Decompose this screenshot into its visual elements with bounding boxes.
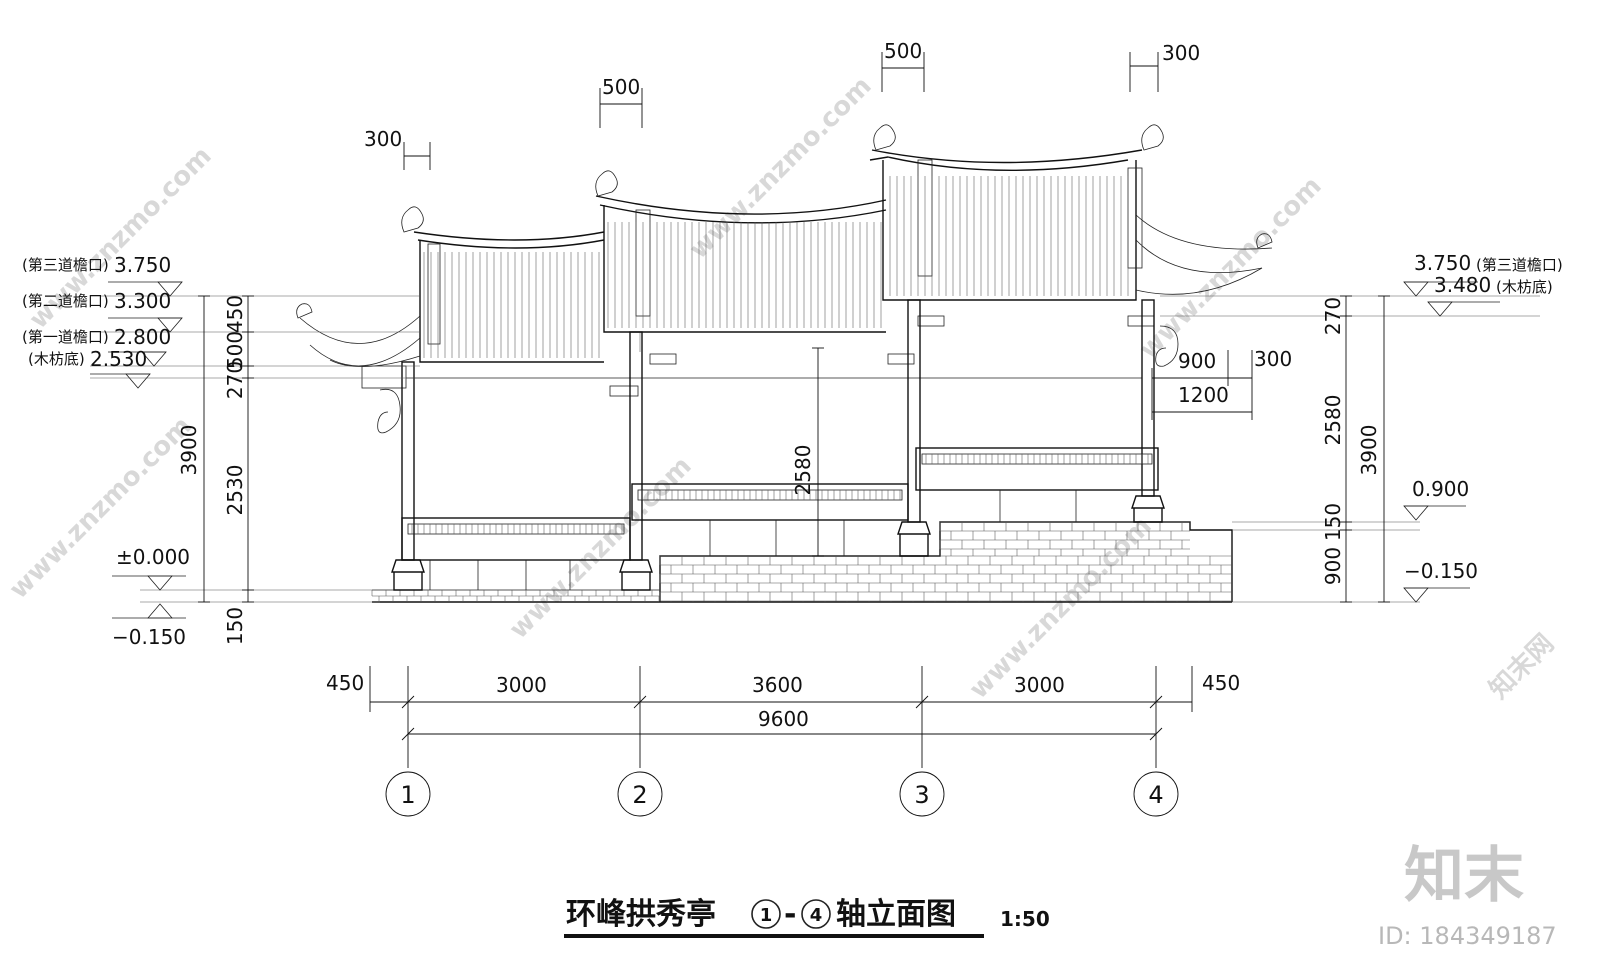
drawing-title: 环峰拱秀亭 1 - 4 轴立面图 1:50 [564, 897, 1050, 938]
right-elev-value-4: −0.150 [1404, 559, 1478, 583]
axis-bubble-4: 4 [1133, 771, 1179, 817]
left-elev-value-2: 3.300 [114, 289, 171, 313]
right-dim-total: 3900 [1357, 425, 1381, 476]
title-axis-start: 1 [760, 905, 773, 926]
right-elev-value-2: 3.480 [1434, 273, 1491, 297]
axis-bubble-3: 3 [899, 771, 945, 817]
right-vertical-dimensions: 270 2580 150 900 3900 [1321, 295, 1390, 603]
ridge-ornaments [296, 124, 1273, 319]
bottom-dim-3: 3600 [752, 673, 803, 697]
left-elev-label-2: (第二道檐口) [22, 292, 109, 310]
bottom-dim-1: 450 [326, 671, 364, 695]
right-elev-label-1: (第三道檐口) [1476, 256, 1563, 274]
title-suffix: 轴立面图 [836, 897, 956, 932]
roof-low [299, 231, 605, 367]
watermark-text: 知末网 [1484, 629, 1560, 705]
axis-label: 4 [1148, 781, 1163, 809]
roof-mid [595, 195, 887, 333]
axis-bubble-2: 2 [617, 771, 663, 817]
top-dim-1: 300 [364, 127, 402, 151]
left-elev-label-1: (第三道檐口) [22, 256, 109, 274]
top-dimensions: 300 500 500 300 [364, 39, 1200, 170]
brand-logo: 知末 ID: 184349187 [1378, 841, 1557, 950]
bottom-dim-4: 3000 [1014, 673, 1065, 697]
stone-plinth [371, 521, 1233, 602]
right-dim-900: 900 [1321, 547, 1345, 585]
axis-label: 1 [400, 781, 415, 809]
left-elev-value-3: 2.800 [114, 325, 171, 349]
left-dim-500: 500 [223, 331, 247, 369]
left-dim-150: 150 [223, 607, 247, 645]
axis-label: 3 [914, 781, 929, 809]
left-vertical-dimensions: 3900 450 500 270 2530 150 [177, 295, 254, 645]
left-elev-value-4: 2.530 [90, 347, 147, 371]
left-elevation-markers: (第三道檐口) 3.750 (第二道檐口) 3.300 (第一道檐口) 2.80… [22, 253, 420, 649]
watermark-text: www.znzmo.com [504, 451, 698, 645]
axis-label: 2 [632, 781, 647, 809]
left-elev-label-3: (第一道檐口) [22, 328, 109, 346]
left-elev-label-4: (木枋底) [28, 350, 85, 368]
bracket-a-label: 900 [1178, 349, 1216, 373]
roof-high [869, 149, 1273, 301]
bracket-b-label: 300 [1254, 347, 1292, 371]
drawing-scale: 1:50 [1000, 907, 1050, 931]
title-dash: - [784, 897, 796, 932]
left-elev-value-6: −0.150 [112, 625, 186, 649]
left-dim-2530: 2530 [223, 465, 247, 516]
bottom-dimensions: 450 3000 3600 3000 450 9600 [326, 666, 1240, 768]
title-axis-end: 4 [810, 905, 823, 926]
bottom-dim-5: 450 [1202, 671, 1240, 695]
columns [377, 299, 1179, 591]
axis-bubble-1: 1 [385, 771, 431, 817]
left-dim-450: 450 [223, 295, 247, 333]
brand-logo-text: 知末 [1404, 841, 1524, 911]
right-elev-value-1: 3.750 [1414, 251, 1471, 275]
inner-height-dimension: 2580 [791, 347, 824, 557]
top-dim-2: 500 [602, 75, 640, 99]
inner-height-label: 2580 [791, 445, 815, 496]
left-dim-270: 270 [223, 361, 247, 399]
right-dim-2580: 2580 [1321, 395, 1345, 446]
bottom-dim-2: 3000 [496, 673, 547, 697]
bottom-dim-total: 9600 [758, 707, 809, 731]
top-dim-4: 300 [1162, 41, 1200, 65]
left-dim-total: 3900 [177, 425, 201, 476]
left-elev-value-5: ±0.000 [116, 545, 190, 569]
axis-bubbles: 1 2 3 4 [385, 771, 1179, 817]
railings [401, 447, 1159, 590]
top-dim-3: 500 [884, 39, 922, 63]
left-elev-value-1: 3.750 [114, 253, 171, 277]
right-elev-label-2: (木枋底) [1496, 278, 1553, 296]
right-elevation-markers: 3.750 (第三道檐口) 3.480 (木枋底) 0.900 −0.150 [1160, 251, 1563, 603]
right-dim-150: 150 [1321, 503, 1345, 541]
watermark-text: www.znzmo.com [1134, 171, 1328, 365]
bracket-total-label: 1200 [1178, 383, 1229, 407]
right-dim-270: 270 [1321, 297, 1345, 335]
bracket-dimension: 900 300 1200 [1151, 347, 1292, 420]
title-prefix: 环峰拱秀亭 [566, 897, 716, 932]
right-elev-value-3: 0.900 [1412, 477, 1469, 501]
brand-id-text: ID: 184349187 [1378, 922, 1557, 950]
